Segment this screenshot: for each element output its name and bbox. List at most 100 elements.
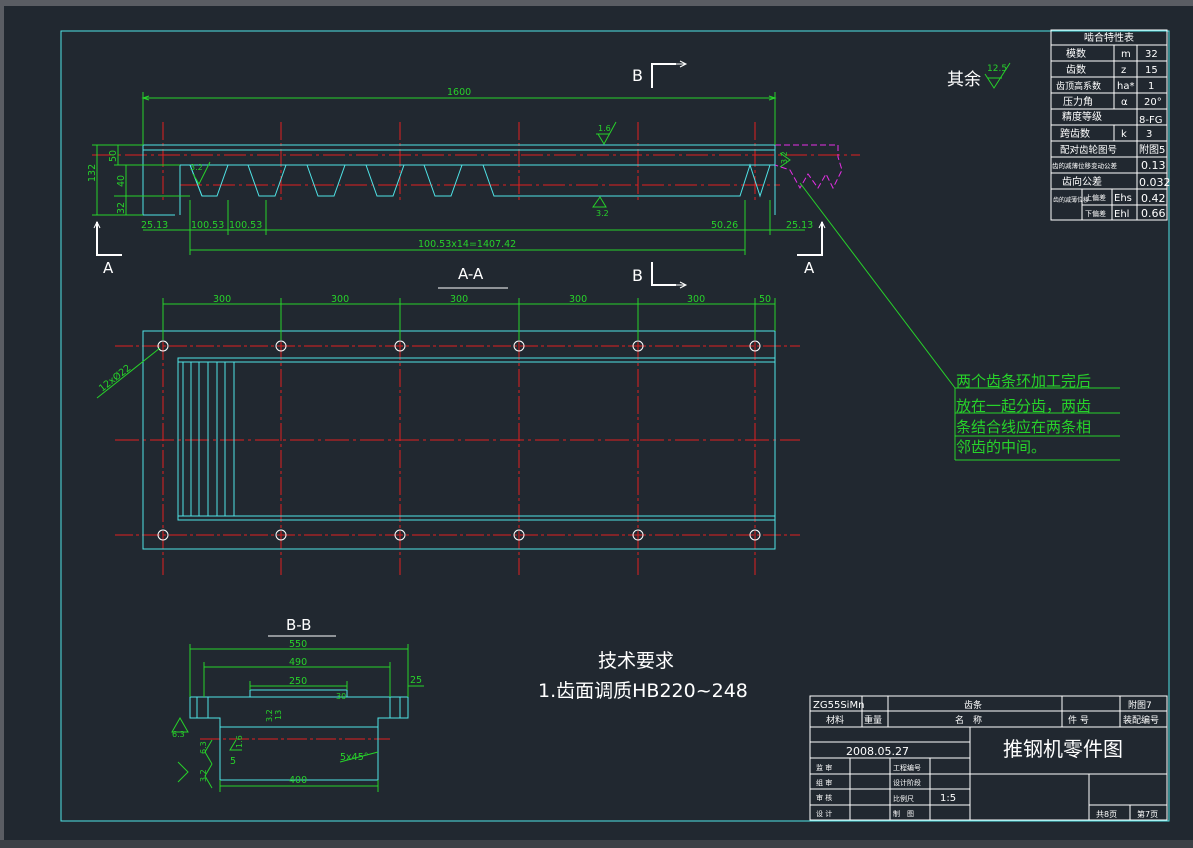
front-view: 1600 25.13 100.53 100.53 50.26 25.13 100… [87,87,1120,460]
svg-text:25: 25 [410,675,422,686]
svg-text:1: 1 [1148,81,1154,92]
window-top-frame [0,0,1193,6]
svg-text:B: B [632,266,643,285]
svg-text:13: 13 [274,710,283,720]
svg-text:50: 50 [108,150,119,162]
svg-text:550: 550 [289,639,307,650]
svg-text:1.6: 1.6 [598,124,611,133]
svg-text:齿的减薄位移: 齿的减薄位移 [1053,196,1089,204]
svg-text:3.2: 3.2 [190,163,203,172]
svg-text:20°: 20° [1144,97,1162,108]
svg-text:132: 132 [87,164,98,182]
svg-text:25.13: 25.13 [786,220,813,231]
section-aa-view: A-A [96,265,800,575]
svg-text:其余: 其余 [947,70,981,90]
svg-text:490: 490 [289,657,307,668]
svg-text:50: 50 [759,294,771,305]
svg-text:配对齿轮图号: 配对齿轮图号 [1060,144,1117,156]
svg-text:300: 300 [213,294,231,305]
svg-text:6.3: 6.3 [172,730,185,739]
svg-text:技术要求: 技术要求 [598,650,674,672]
svg-text:审 核: 审 核 [816,793,832,802]
svg-text:400: 400 [289,775,307,786]
mesh-table-title: 啮合特性表 [1084,31,1134,44]
svg-text:0.66: 0.66 [1141,207,1166,220]
svg-text:重量: 重量 [864,714,882,726]
svg-text:上偏差: 上偏差 [1085,193,1106,202]
svg-text:6.3: 6.3 [199,741,208,754]
svg-text:40: 40 [116,175,127,187]
svg-text:1.6: 1.6 [235,735,244,748]
drawing-border [60,30,1170,822]
svg-text:300: 300 [569,294,587,305]
svg-text:齿顶高系数: 齿顶高系数 [1056,80,1101,92]
svg-text:齿向公差: 齿向公差 [1062,175,1102,188]
section-aa-title: A-A [458,265,484,283]
svg-text:设计阶段: 设计阶段 [893,778,921,787]
svg-text:3.2: 3.2 [780,151,789,164]
svg-text:300: 300 [450,294,468,305]
section-bb-view: B-B [171,616,424,792]
svg-text:齿的减薄位移变动公差: 齿的减薄位移变动公差 [1052,161,1118,170]
svg-text:α: α [1121,97,1128,108]
svg-text:Ehs: Ehs [1114,193,1132,204]
svg-text:件 号: 件 号 [1068,714,1089,726]
svg-text:0.42: 0.42 [1141,192,1166,205]
svg-text:两个齿条环加工完后: 两个齿条环加工完后 [956,372,1091,390]
svg-text:12xØ22: 12xØ22 [97,363,133,395]
svg-text:条结合线应在两条相: 条结合线应在两条相 [956,418,1091,436]
svg-text:Ehl: Ehl [1114,209,1129,220]
svg-text:跨齿数: 跨齿数 [1060,127,1090,140]
window-left-frame [0,0,4,848]
svg-text:1:5: 1:5 [940,793,956,804]
svg-text:0.13: 0.13 [1141,159,1166,172]
svg-text:装配编号: 装配编号 [1123,714,1159,726]
svg-text:300: 300 [687,294,705,305]
svg-text:共8页: 共8页 [1096,810,1117,819]
svg-text:3.2: 3.2 [265,709,274,722]
svg-text:推钢机零件图: 推钢机零件图 [1003,737,1123,761]
svg-text:齿数: 齿数 [1066,63,1086,76]
svg-text:z: z [1121,65,1126,76]
svg-text:ZG55SiMn: ZG55SiMn [813,700,864,711]
svg-text:齿条: 齿条 [964,699,982,711]
svg-text:k: k [1121,129,1127,140]
svg-text:下偏差: 下偏差 [1085,209,1106,218]
svg-text:A: A [103,259,114,277]
svg-text:附图7: 附图7 [1128,699,1152,711]
section-marks: B B A A [93,60,826,289]
bolt-holes [157,340,761,541]
svg-text:250: 250 [289,676,307,687]
svg-text:1600: 1600 [447,87,471,98]
svg-text:材料: 材料 [826,714,844,726]
svg-text:m: m [1121,49,1131,60]
svg-text:32: 32 [1145,49,1158,60]
svg-text:精度等级: 精度等级 [1062,110,1102,123]
svg-text:100.53: 100.53 [191,220,224,231]
section-bb-title: B-B [286,616,311,634]
mesh-characteristics-table: 啮合特性表 模数 m 32 齿数 z 15 齿顶高系数 ha* 1 压力角 α … [1050,29,1171,221]
svg-text:1.齿面调质HB220~248: 1.齿面调质HB220~248 [538,680,748,702]
svg-text:30: 30 [336,692,346,701]
svg-text:8-FG: 8-FG [1139,115,1162,126]
svg-text:32: 32 [116,202,127,214]
roughness-note: 其余 12.5 [947,62,1011,90]
svg-text:A: A [804,259,815,277]
svg-text:50.26: 50.26 [711,220,738,231]
svg-text:监 审: 监 审 [816,763,832,772]
svg-text:设 计: 设 计 [816,809,832,818]
svg-text:300: 300 [331,294,349,305]
window-bottom-frame [0,840,1193,848]
svg-text:ha*: ha* [1117,81,1134,92]
svg-text:邻齿的中间。: 邻齿的中间。 [956,438,1046,456]
svg-text:3.2: 3.2 [199,769,208,782]
svg-text:B: B [632,66,643,85]
svg-text:3: 3 [1146,129,1152,140]
svg-text:2008.05.27: 2008.05.27 [846,745,909,758]
svg-text:名 称: 名 称 [955,714,982,726]
svg-text:模数: 模数 [1066,47,1086,60]
title-block: ZG55SiMn 齿条 附图7 材料 重量 名 称 件 号 装配编号 2008.… [809,695,1168,821]
tooth-split-note: 两个齿条环加工完后 放在一起分齿，两齿 条结合线应在两条相 邻齿的中间。 [955,372,1120,461]
svg-text:压力角: 压力角 [1063,95,1093,108]
